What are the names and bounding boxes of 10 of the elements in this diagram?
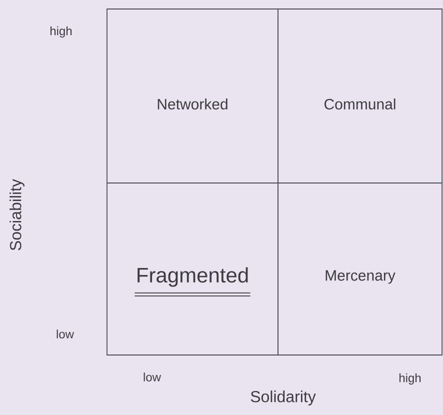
axis-level-label: low xyxy=(56,330,74,338)
axis-level-label: high xyxy=(400,373,421,385)
axis-title: Solidarity xyxy=(250,390,316,406)
axis-level-label: high xyxy=(50,26,72,38)
quadrant-cell: Fragmented xyxy=(106,182,278,356)
quadrant-cell: Mercenary xyxy=(278,182,442,356)
axis-title: Sociability xyxy=(10,179,24,250)
quadrant-cell: Networked xyxy=(106,8,278,184)
quadrant-cell: Communal xyxy=(278,8,442,184)
axis-level-label: low xyxy=(144,372,162,382)
